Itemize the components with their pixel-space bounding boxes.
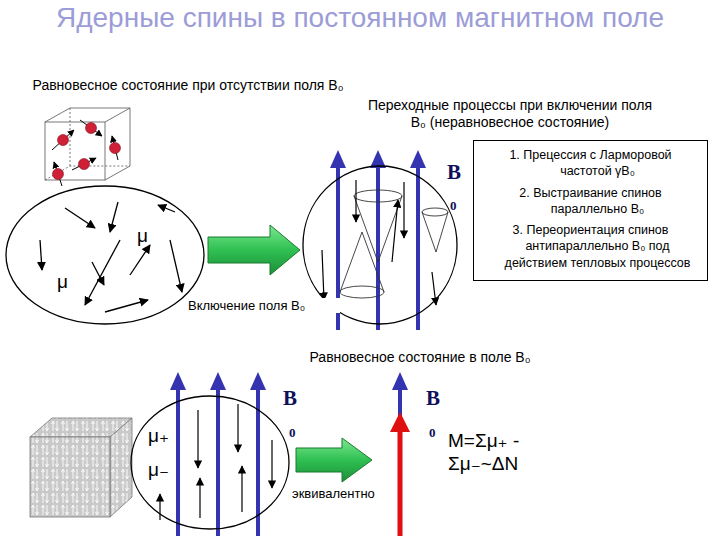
spin-sphere [86,123,97,134]
field-arrowhead [250,372,266,390]
spin-arrow [158,205,175,212]
cube-hidden-edges [45,108,130,180]
spin-arrow [241,466,242,512]
spins [322,180,436,305]
state-heading: Переходные процессы при включении поля B… [360,97,660,131]
field-symbol: B [426,386,440,411]
spin-spheres [52,120,121,186]
list-item: 1. Прецессия с Ларморовой частотой γB₀ [482,147,699,180]
cone-rim [340,286,384,298]
spin-arrow [52,130,74,150]
field-arrowhead [410,150,426,168]
field-line [376,166,380,330]
ellipse-outline [6,186,204,324]
cube-side [110,418,132,517]
spin-arrow [110,202,118,232]
spin-sphere [79,159,90,170]
field-arrowhead [330,150,346,168]
random-spins [40,202,182,312]
field-lines [330,150,426,330]
spin-arrow [40,240,42,270]
list-item: 3. Переориентация спинов антипараллельно… [482,222,699,271]
spin-arrow [65,208,95,228]
edge-label: Включение поля B₀ [186,298,340,313]
field-symbol: B [283,386,297,411]
cube-front [30,437,110,517]
moment-symbol: μ [137,225,157,248]
field-arrowhead [170,372,186,390]
block-arrow [208,225,300,275]
aligned-cube [30,418,132,517]
cube-edges [45,108,130,180]
field-line [416,166,420,330]
spin-arrow [271,440,272,488]
spin-arrow [237,404,238,452]
spin-arrow [159,494,160,520]
cone [354,196,402,262]
moment-symbol: μ [57,271,77,294]
ellipse-outline [131,396,289,529]
spin-sphere [58,135,69,146]
spin-arrow [199,478,200,518]
cone [340,232,384,292]
spin-arrow [80,120,102,136]
cube-face [45,122,105,180]
spin-arrow [392,200,398,262]
magnetization-head [390,412,410,432]
cone-rim [422,208,448,216]
field-symbol: B [447,160,461,185]
spin-sphere [53,169,64,180]
spin-cube [45,108,130,180]
field-subscript: 0 [429,425,436,441]
spin-arrow [130,245,150,275]
field-subscript: 0 [450,198,457,214]
field-arrowhead [370,150,386,168]
spin-arrow [85,240,120,305]
ellipse-outline [5,185,205,325]
spin-ensemble: Равновесное состояние при отсутствии пол… [5,185,205,325]
state-heading: Равновесное состояние при отсутствии пол… [18,77,358,94]
spin-arrow [170,240,182,292]
process-list: 1. Прецессия с Ларморовой частотой γB₀ 2.… [473,140,708,281]
field-line [216,388,220,536]
spin-arrow [403,182,404,238]
state-heading: Равновесное состояние в поле B₀ [285,349,555,366]
spin-arrow [197,410,198,468]
moment-symbol: μ₋ [148,459,176,482]
cone-rim [354,190,402,202]
page-title: Ядерные спины в постоянном магнитном пол… [0,2,720,34]
equivalence-arrow [296,438,372,482]
spin-arrow [322,250,324,300]
spin-ensemble: μ₊ μ₋ [130,395,290,530]
field-line [176,388,180,536]
spin-arrow [72,158,96,170]
magnetization-arrow [390,372,410,536]
field-arrowhead [210,372,226,390]
magnetization-line [398,428,403,536]
cone [422,212,448,252]
field-arrowhead [392,372,408,390]
equivalence-label: эквивалентно [292,486,375,502]
field-line [398,388,402,536]
spin-arrow [92,262,104,285]
aligned-spins [160,404,272,520]
list-item: 2. Выстраивание спинов параллельно B₀ [482,185,699,218]
spin-sphere [110,143,121,154]
moment-symbol: μ₊ [148,425,176,448]
spin-arrow [105,300,148,312]
field-subscript: 0 [289,425,296,441]
spin-arrow [355,180,356,222]
magnetization-formula: M=Σμ₊ - Σμ₋~ΔN [448,430,583,476]
